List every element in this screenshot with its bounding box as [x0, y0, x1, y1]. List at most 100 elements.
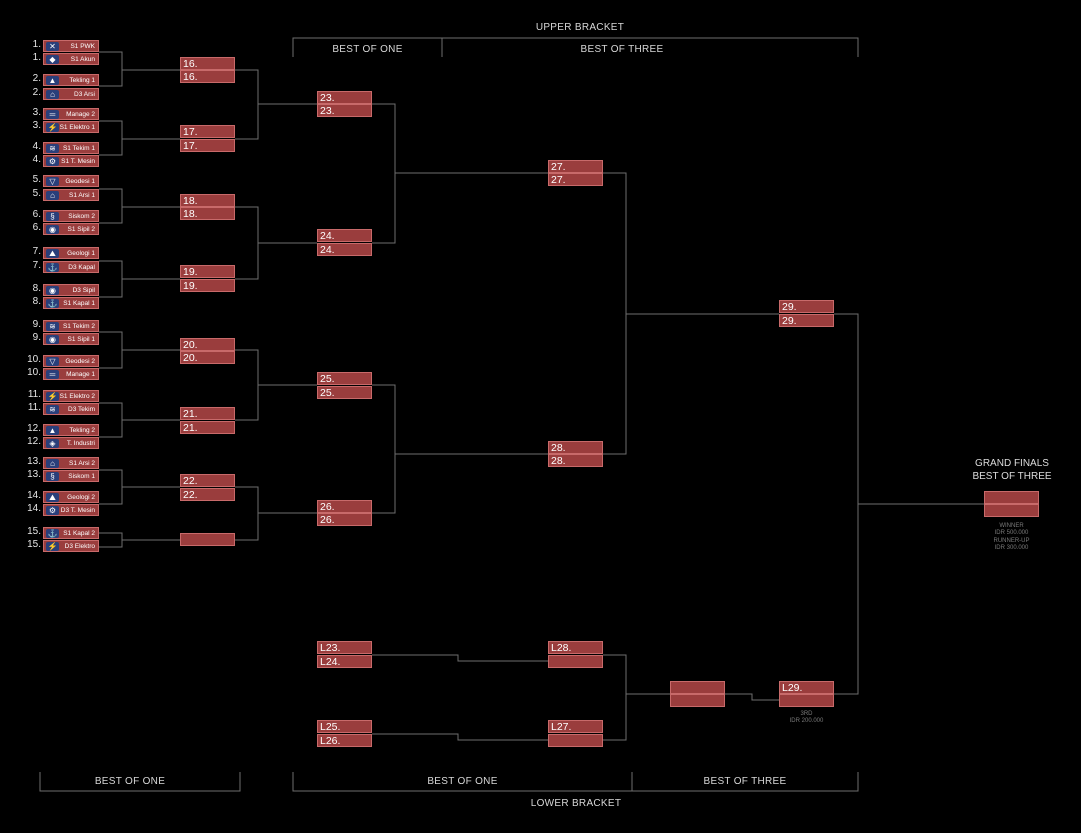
team-seed: 15. [27, 539, 41, 550]
team-entry[interactable]: ⛰Geologi 1 [43, 247, 99, 259]
grand-final-slot-a[interactable] [984, 491, 1039, 504]
match-24-slot-a[interactable]: 24. [317, 229, 372, 242]
team-seed: 1. [32, 52, 41, 63]
match-27-slot-a[interactable]: 27. [548, 160, 603, 173]
sipil-logo-icon: ◉ [46, 335, 59, 344]
team-seed: 8. [32, 296, 41, 307]
team-entry[interactable]: ≋S1 Tekim 1 [43, 142, 99, 154]
third-place-prize: IDR 200.000 [789, 718, 824, 724]
team-entry[interactable]: ⚙D3 T. Mesin [43, 504, 99, 516]
team-entry[interactable]: ⚙S1 T. Mesin [43, 155, 99, 167]
team-name: S1 Tekim 2 [62, 323, 95, 330]
team-seed: 3. [32, 120, 41, 131]
lower-l29-slot[interactable]: L29. [779, 681, 834, 694]
team-entry[interactable]: ⚡D3 Elektro [43, 540, 99, 552]
match-23-slot-a[interactable]: 23. [317, 91, 372, 104]
match-24-slot-b[interactable]: 24. [317, 243, 372, 256]
match-18-slot-b[interactable]: 18. [180, 207, 235, 220]
team-entry[interactable]: ⚡S1 Elektro 1 [43, 121, 99, 133]
team-entry[interactable]: ▲Tekling 2 [43, 424, 99, 436]
team-name: S1 Tekim 1 [62, 145, 95, 152]
lower-l28-winner-slot[interactable] [548, 655, 603, 668]
runner-up-label: RUNNER-UP [993, 538, 1030, 544]
match-22-slot-b[interactable]: 22. [180, 488, 235, 501]
team-name: D3 Kapal [68, 264, 95, 271]
team-entry[interactable]: ◉D3 Sipil [43, 284, 99, 296]
match-16-slot-b[interactable]: 16. [180, 70, 235, 83]
industri-logo-icon: ◈ [46, 439, 59, 448]
match-17-slot-a[interactable]: 17. [180, 125, 235, 138]
match-21-slot-b[interactable]: 21. [180, 421, 235, 434]
match-29-slot-a[interactable]: 29. [779, 300, 834, 313]
match-29-slot-b[interactable]: 29. [779, 314, 834, 327]
team-seed: 10. [27, 367, 41, 378]
match-25-slot-b[interactable]: 25. [317, 386, 372, 399]
mesin-logo-icon: ⚙ [46, 506, 59, 515]
match-28-slot-b[interactable]: 28. [548, 454, 603, 467]
grand-final-slot-b[interactable] [984, 504, 1039, 517]
team-entry[interactable]: ⛰Geologi 2 [43, 491, 99, 503]
team-name: S1 Arsi 1 [68, 192, 95, 199]
team-entry[interactable]: ✕S1 PWK [43, 40, 99, 52]
team-entry[interactable]: ═Manage 1 [43, 368, 99, 380]
team-name: D3 T. Mesin [60, 507, 95, 514]
lower-semifinal-slot-a[interactable] [670, 681, 725, 694]
match-19-slot-b[interactable]: 19. [180, 279, 235, 292]
match-20-slot-b[interactable]: 20. [180, 351, 235, 364]
team-name: S1 Kapal 2 [63, 530, 95, 537]
footer-best-of-three-lower: BEST OF THREE [703, 776, 787, 787]
lower-l26-slot[interactable]: L26. [317, 734, 372, 747]
match-19-slot-a[interactable]: 19. [180, 265, 235, 278]
team-entry[interactable]: ◆S1 Akun [43, 53, 99, 65]
match-17-slot-b[interactable]: 17. [180, 139, 235, 152]
team-entry[interactable]: ≋D3 Tekim [43, 403, 99, 415]
team-entry[interactable]: ▲Tekling 1 [43, 74, 99, 86]
lower-final-slot[interactable] [779, 694, 834, 707]
team-entry[interactable]: ⌂S1 Arsi 2 [43, 457, 99, 469]
lower-l23-slot[interactable]: L23. [317, 641, 372, 654]
team-entry[interactable]: ◉S1 Sipil 1 [43, 333, 99, 345]
team-entry[interactable]: ◈T. Industri [43, 437, 99, 449]
match-18-slot-a[interactable]: 18. [180, 194, 235, 207]
match-20-slot-a[interactable]: 20. [180, 338, 235, 351]
team-entry[interactable]: ⚡S1 Elektro 2 [43, 390, 99, 402]
team-entry[interactable]: ≋S1 Tekim 2 [43, 320, 99, 332]
team-entry[interactable]: §Siskom 2 [43, 210, 99, 222]
footer-best-of-one-lower: BEST OF ONE [427, 776, 498, 787]
grand-finals-title: GRAND FINALS [975, 458, 1049, 469]
upper-bracket-title: UPPER BRACKET [535, 22, 625, 33]
lower-semifinal-slot-b[interactable] [670, 694, 725, 707]
match-26-slot-b[interactable]: 26. [317, 513, 372, 526]
winner-label: WINNER [999, 523, 1024, 529]
team-entry[interactable]: ═Manage 2 [43, 108, 99, 120]
team-name: Manage 1 [66, 371, 95, 378]
team-entry[interactable]: ⚓S1 Kapal 1 [43, 297, 99, 309]
match-22-slot-a[interactable]: 22. [180, 474, 235, 487]
team-entry[interactable]: ⚓S1 Kapal 2 [43, 527, 99, 539]
match-26-slot-a[interactable]: 26. [317, 500, 372, 513]
match-27-slot-b[interactable]: 27. [548, 173, 603, 186]
match-23-slot-b[interactable]: 23. [317, 104, 372, 117]
lower-l27-slot[interactable]: L27. [548, 720, 603, 733]
team-entry[interactable]: §Siskom 1 [43, 470, 99, 482]
match-16-slot-a[interactable]: 16. [180, 57, 235, 70]
team-entry[interactable]: ⌂D3 Arsi [43, 88, 99, 100]
elektro-logo-icon: ⚡ [46, 123, 59, 132]
lower-l28-slot[interactable]: L28. [548, 641, 603, 654]
lower-l25-slot[interactable]: L25. [317, 720, 372, 733]
team-seed: 4. [32, 154, 41, 165]
match-21-slot-a[interactable]: 21. [180, 407, 235, 420]
team-seed: 10. [27, 354, 41, 365]
team-seed: 9. [32, 332, 41, 343]
team-entry[interactable]: ⌂S1 Arsi 1 [43, 189, 99, 201]
bye-slot[interactable] [180, 533, 235, 546]
lower-l27-winner-slot[interactable] [548, 734, 603, 747]
lower-l24-slot[interactable]: L24. [317, 655, 372, 668]
match-25-slot-a[interactable]: 25. [317, 372, 372, 385]
team-entry[interactable]: ⚓D3 Kapal [43, 261, 99, 273]
team-entry[interactable]: ◉S1 Sipil 2 [43, 223, 99, 235]
match-28-slot-a[interactable]: 28. [548, 441, 603, 454]
team-entry[interactable]: ▽Geodesi 1 [43, 175, 99, 187]
team-entry[interactable]: ▽Geodesi 2 [43, 355, 99, 367]
